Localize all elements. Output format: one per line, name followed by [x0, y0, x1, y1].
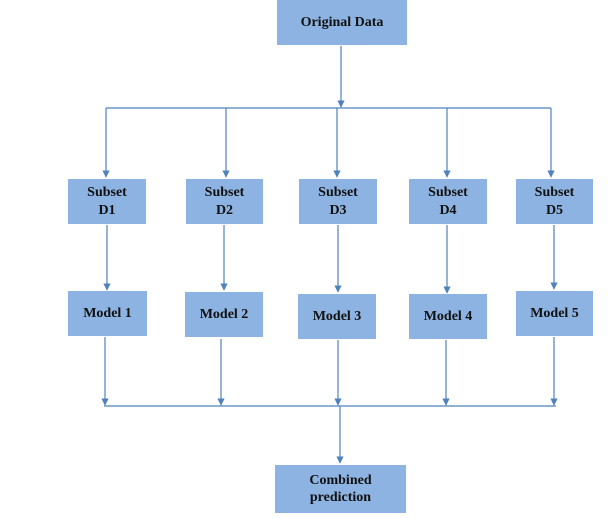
original-data-box: Original Data: [277, 0, 407, 45]
subset-box-3: Subset D3: [299, 179, 377, 224]
model-box-2: Model 2: [185, 292, 263, 337]
subset-box-2: Subset D2: [186, 179, 263, 224]
combined-prediction-box: Combined prediction: [275, 465, 406, 513]
subset-box-5: Subset D5: [516, 179, 593, 224]
subset-box-4: Subset D4: [409, 179, 487, 224]
model-box-4: Model 4: [409, 294, 487, 339]
model-box-1: Model 1: [68, 291, 147, 336]
model-box-3: Model 3: [298, 294, 376, 339]
subset-box-1: Subset D1: [68, 179, 146, 224]
model-box-5: Model 5: [516, 291, 593, 336]
